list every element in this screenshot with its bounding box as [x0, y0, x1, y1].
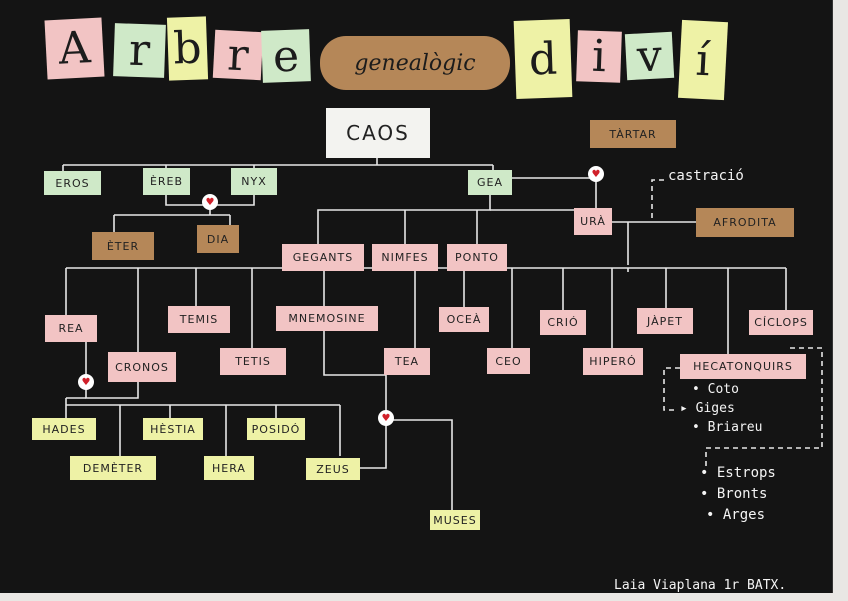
name-text: Briareu	[707, 420, 763, 435]
node-gea: GEA	[468, 170, 512, 195]
title-letter: i	[576, 30, 622, 83]
heart-icon: ♥	[78, 374, 94, 390]
node-hestia: HÈSTIA	[143, 418, 203, 440]
node-ciclops: CÍCLOPS	[749, 310, 813, 335]
node-dia: DIA	[197, 225, 239, 253]
node-afrodita: AFRODITA	[696, 208, 794, 237]
node-eter: ÈTER	[92, 232, 154, 260]
heart-icon: ♥	[378, 410, 394, 426]
title-letter: v	[624, 30, 675, 82]
node-caos: CAOS	[326, 108, 430, 158]
name-text: Estrops	[716, 465, 776, 481]
name-text: Bronts	[716, 486, 768, 502]
title-letter: b	[166, 16, 209, 81]
hecatonquirs-name: ▸ Giges	[680, 401, 735, 416]
node-hades: HADES	[32, 418, 96, 440]
node-rea: REA	[45, 315, 97, 342]
node-gegants: GEGANTS	[282, 244, 364, 271]
node-hiperio: HIPERÓ	[583, 348, 643, 375]
node-japet: JÀPET	[637, 308, 693, 334]
title-letter: í	[677, 19, 729, 101]
node-eros: EROS	[44, 171, 101, 195]
title-letter: r	[113, 23, 166, 78]
node-mnemosine: MNEMOSINE	[276, 306, 378, 331]
node-tea: TEA	[384, 348, 430, 375]
node-nimfes: NIMFES	[372, 244, 438, 271]
node-temis: TEMIS	[168, 306, 230, 333]
node-zeus: ZEUS	[306, 458, 360, 480]
name-text: Arges	[722, 507, 766, 523]
node-crio: CRIÓ	[540, 310, 586, 335]
heart-icon: ♥	[588, 166, 604, 182]
title-letter: A	[44, 17, 105, 80]
name-text: Giges	[695, 401, 735, 416]
node-ura: URÀ	[574, 208, 612, 235]
node-ereb: ÈREB	[143, 168, 190, 195]
node-ponto: PONTO	[447, 244, 507, 271]
title-middle: genealògic	[320, 36, 510, 90]
title-letter: d	[513, 19, 573, 99]
author-signature: Laia Viaplana 1r BATX.	[614, 578, 787, 593]
ciclops-name: • Estrops	[700, 465, 776, 481]
hecatonquirs-name: • Coto	[692, 382, 739, 397]
name-text: Coto	[707, 382, 739, 397]
node-posido: POSIDÓ	[247, 418, 305, 440]
node-tetis: TETIS	[220, 348, 286, 375]
title-letter: r	[212, 29, 264, 81]
node-cronos: CRONOS	[108, 352, 176, 382]
node-tartar: TÀRTAR	[590, 120, 676, 148]
ciclops-name: • Bronts	[700, 486, 768, 502]
ciclops-name: • Arges	[706, 507, 766, 523]
node-hecatonquirs: HECATONQUIRS	[680, 354, 806, 379]
node-ocea: OCEÀ	[439, 307, 489, 332]
title-letter: e	[261, 29, 311, 83]
node-hera: HERA	[204, 456, 254, 480]
heart-icon: ♥	[202, 194, 218, 210]
hecatonquirs-name: • Briareu	[692, 420, 763, 435]
node-nyx: NYX	[231, 168, 277, 195]
node-muses: MUSES	[430, 510, 480, 530]
node-demeter: DEMÈTER	[70, 456, 156, 480]
node-ceo: CEO	[487, 348, 530, 374]
castracio-label: castració	[668, 168, 744, 184]
